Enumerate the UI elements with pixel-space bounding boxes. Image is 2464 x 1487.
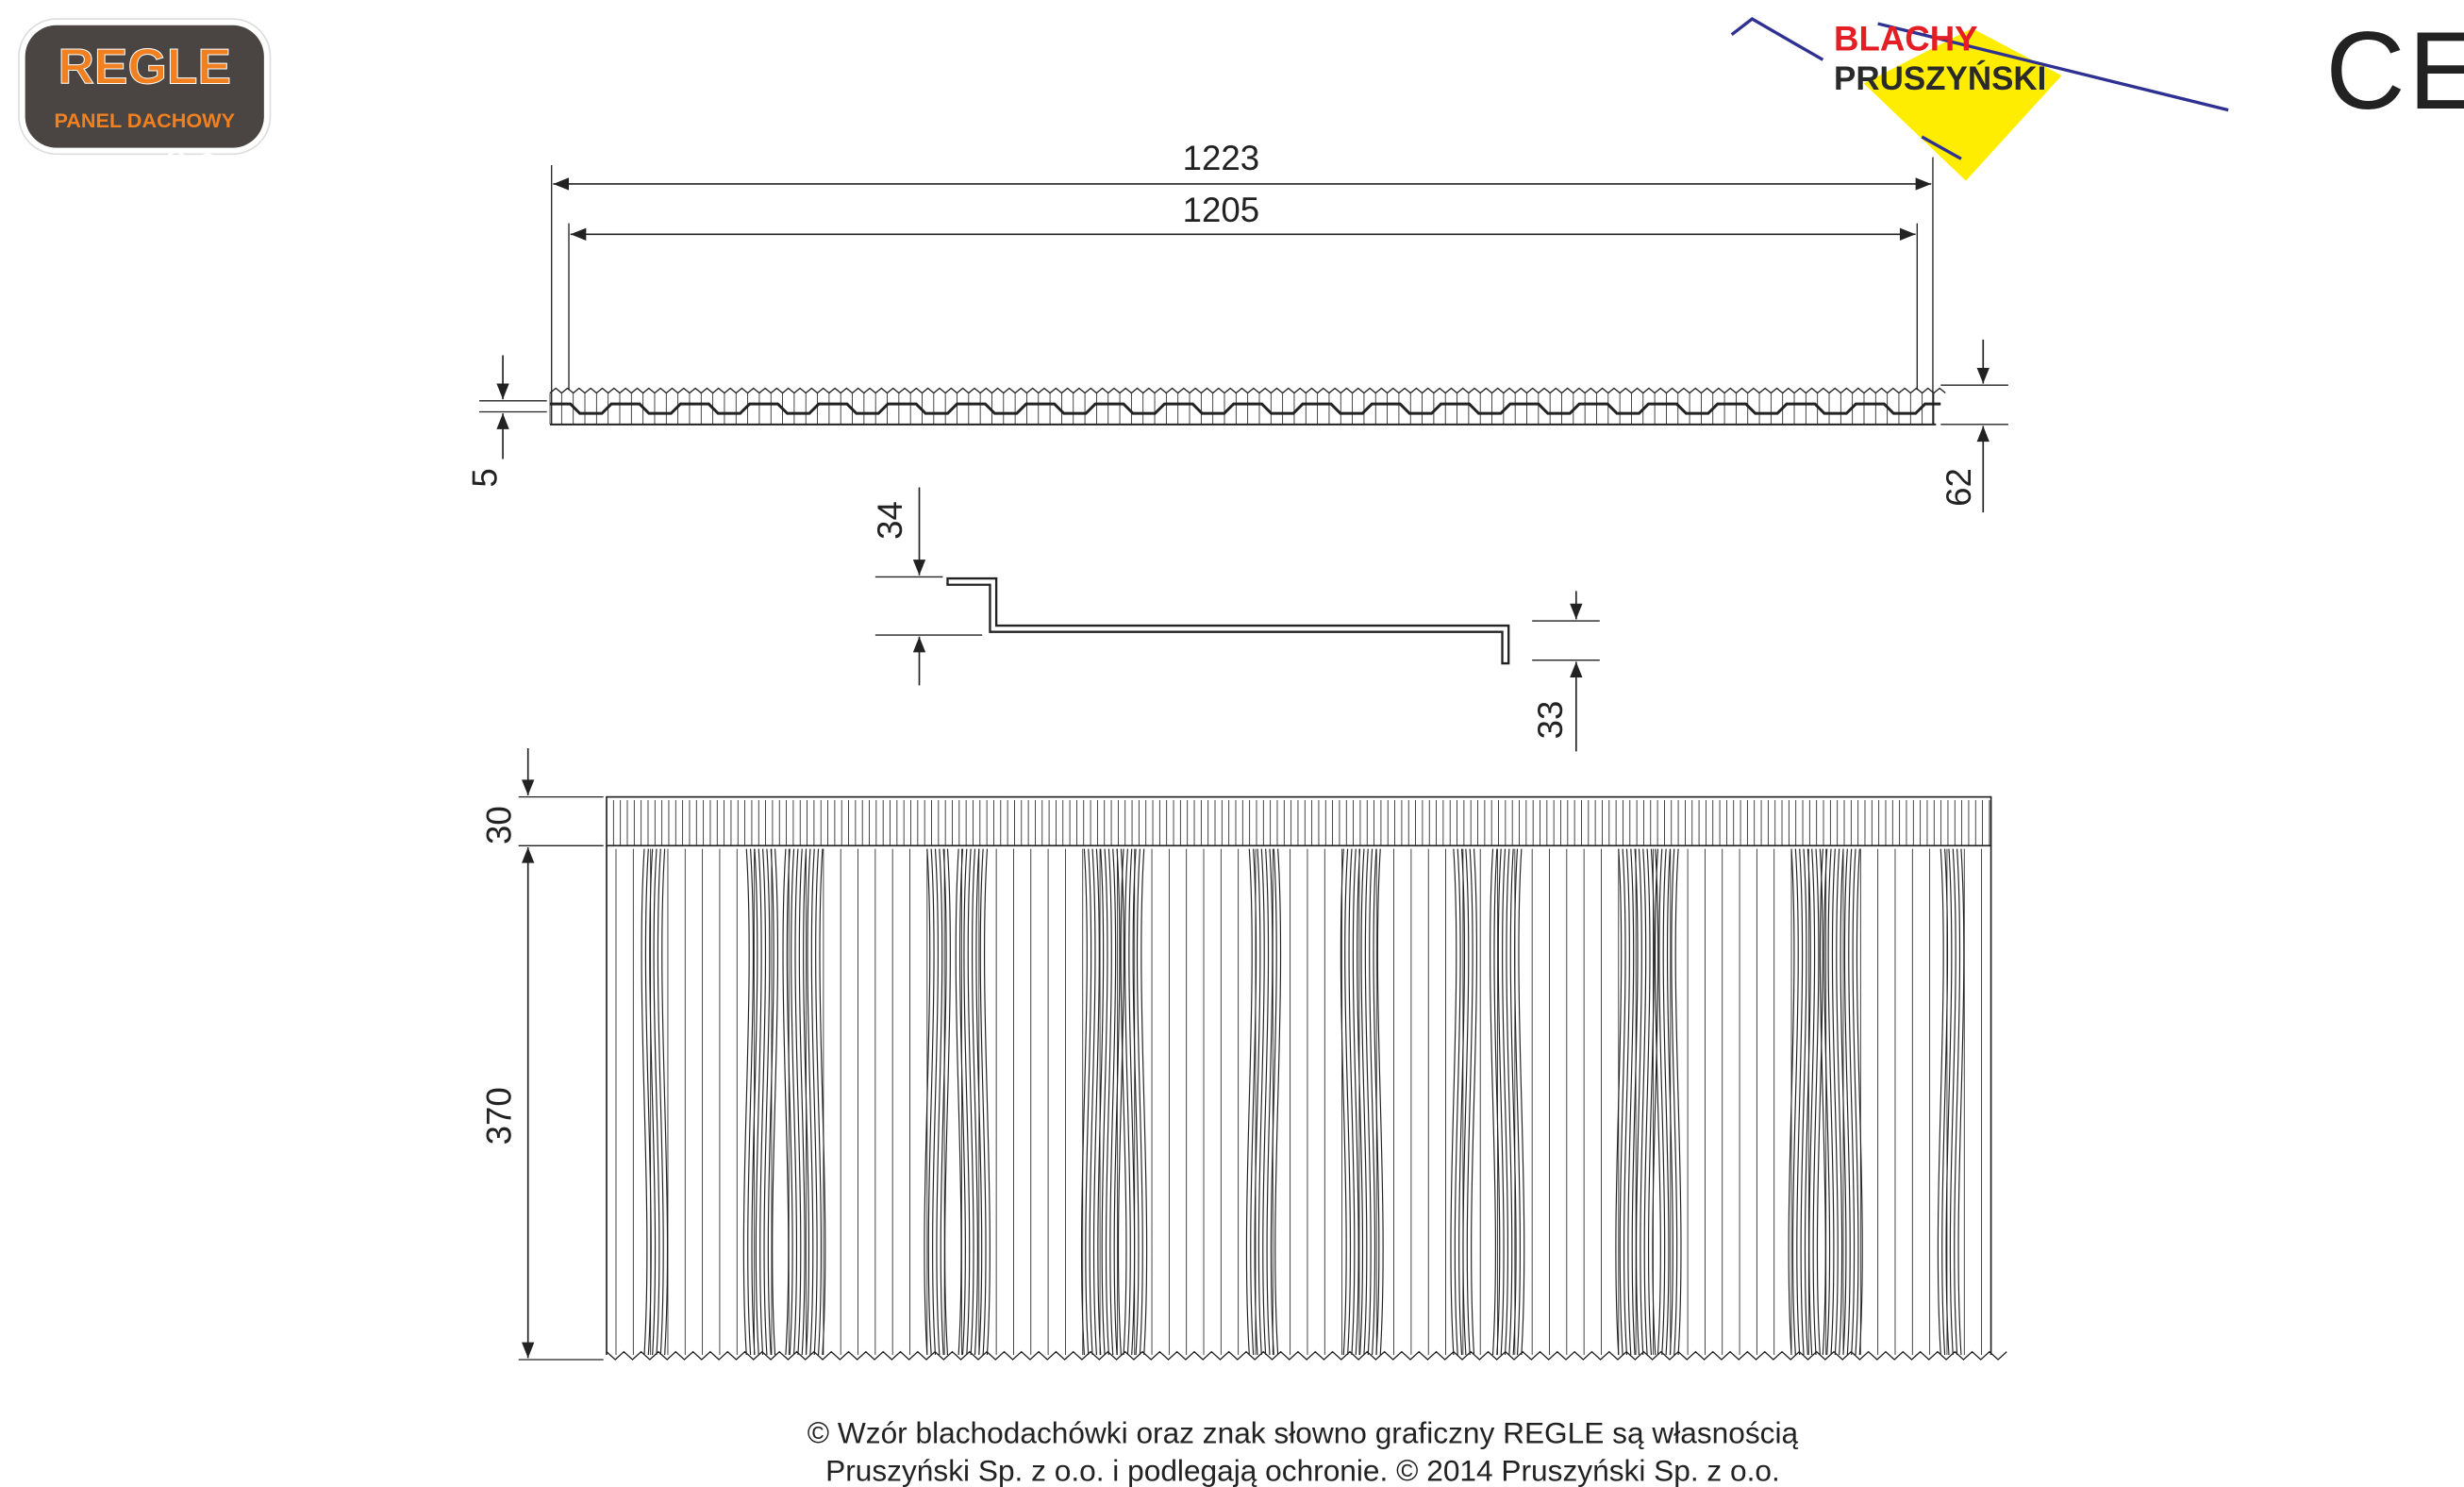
regle-logo-subtitle: PANEL DACHOWY — [54, 109, 235, 132]
dim-label-33: 33 — [1531, 701, 1570, 740]
blachy-pruszynski-logo: BLACHY PRUSZYŃSKI — [1730, 17, 2229, 181]
ce-mark: CE — [2325, 8, 2464, 132]
side-profile — [874, 487, 1600, 752]
copyright-line-1: © Wzór blachodachówki oraz znak słowno g… — [807, 1415, 1799, 1449]
dim-label-34: 34 — [871, 501, 909, 540]
regle-logo-title: REGLE — [58, 39, 231, 94]
dim-label-1205: 1205 — [1183, 191, 1259, 229]
blachy-logo-line1: BLACHY — [1834, 19, 1978, 58]
dim-label-1223: 1223 — [1183, 139, 1259, 177]
strip-top-edge — [549, 387, 1946, 394]
blachy-logo-line2: PRUSZYŃSKI — [1834, 59, 2046, 97]
regle-logo: REGLE PANEL DACHOWY — [18, 18, 272, 173]
top-view — [479, 157, 2008, 513]
front-view — [518, 747, 2007, 1361]
copyright-line-2: Pruszyński Sp. z o.o. i podlegają ochron… — [825, 1453, 1780, 1487]
dim-label-62: 62 — [1940, 468, 1978, 507]
panel-bottom-edge — [606, 1350, 2007, 1361]
strip-wave-profile — [550, 402, 1941, 415]
dim-label-5: 5 — [465, 468, 504, 487]
dim-label-30: 30 — [479, 806, 518, 844]
dim-label-370: 370 — [479, 1087, 518, 1144]
